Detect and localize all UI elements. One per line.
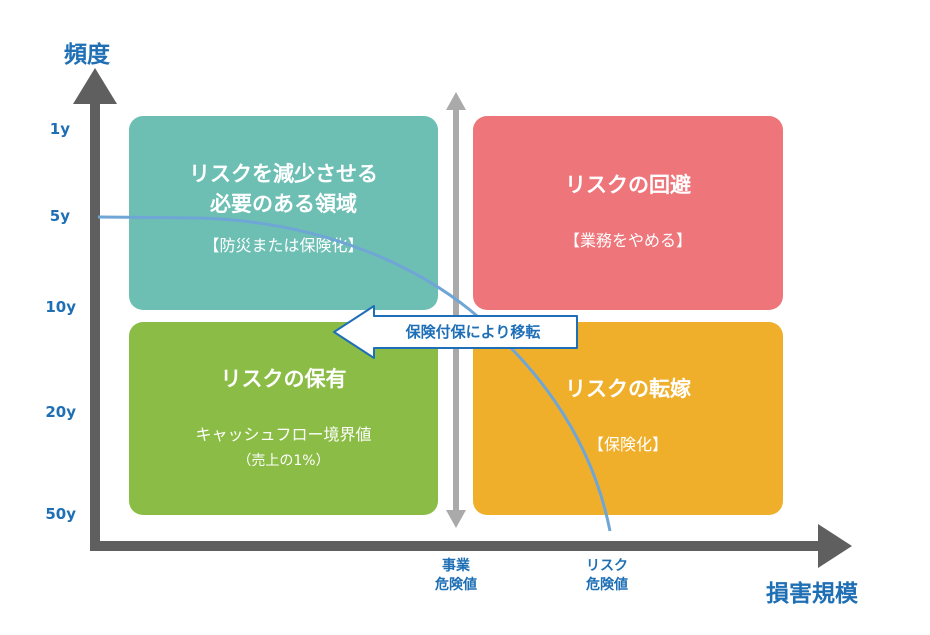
quadrant-retain-risk-sub-line1: キャッシュフロー境界値 [195, 425, 372, 444]
quadrant-reduce-risk: リスクを減少させる 必要のある領域 【防災または保険化】 [129, 116, 438, 310]
x-axis-arrowhead [818, 524, 852, 568]
quadrant-avoid-risk: リスクの回避 【業務をやめる】 [473, 116, 783, 310]
x-tick-business-line2: 危険値 [435, 577, 477, 593]
x-tick-business-threshold: 事業 危険値 [416, 557, 496, 595]
divider-arrowhead-bottom [446, 510, 466, 528]
y-tick-label: 20y [45, 403, 76, 421]
y-tick-label: 50y [45, 505, 76, 523]
x-tick-risk-threshold: リスク 危険値 [567, 557, 647, 595]
transfer-arrow-label: 保険付保により移転 [405, 323, 541, 341]
transfer-arrow-shape [333, 305, 578, 359]
x-axis-title: 損害規模 [766, 581, 858, 607]
x-tick-risk-line2: 危険値 [586, 577, 628, 593]
quadrant-avoid-risk-sub: 【業務をやめる】 [563, 231, 692, 250]
risk-tolerance-curve [97, 215, 612, 532]
quadrant-transfer-risk-sub: 【保険化】 [587, 435, 668, 454]
quadrant-retain-risk: リスクの保有 キャッシュフロー境界値 （売上の1%） [129, 322, 438, 515]
y-tick-label: 1y [49, 120, 70, 138]
quadrant-transfer-risk: リスクの転嫁 【保険化】 [473, 322, 783, 515]
quadrant-avoid-risk-title: リスクの回避 [565, 173, 691, 197]
quadrant-reduce-risk-sub: 【防災または保険化】 [203, 236, 364, 255]
quadrant-retain-risk-sub-line2: （売上の1%） [237, 453, 330, 469]
quadrant-retain-risk-title: リスクの保有 [220, 367, 347, 391]
x-tick-business-line1: 事業 [442, 558, 470, 574]
y-axis-title: 頻度 [64, 42, 110, 68]
x-tick-risk-line1: リスク [586, 558, 628, 574]
y-axis-arrowhead [73, 68, 117, 104]
quadrant-transfer-risk-title: リスクの転嫁 [565, 377, 691, 401]
divider-arrowhead-top [446, 92, 466, 110]
y-tick-label: 5y [49, 207, 70, 225]
quadrant-reduce-risk-title-line2: 必要のある領域 [210, 192, 357, 216]
quadrant-reduce-risk-title-line1: リスクを減少させる [189, 162, 378, 186]
y-tick-label: 10y [45, 298, 76, 316]
